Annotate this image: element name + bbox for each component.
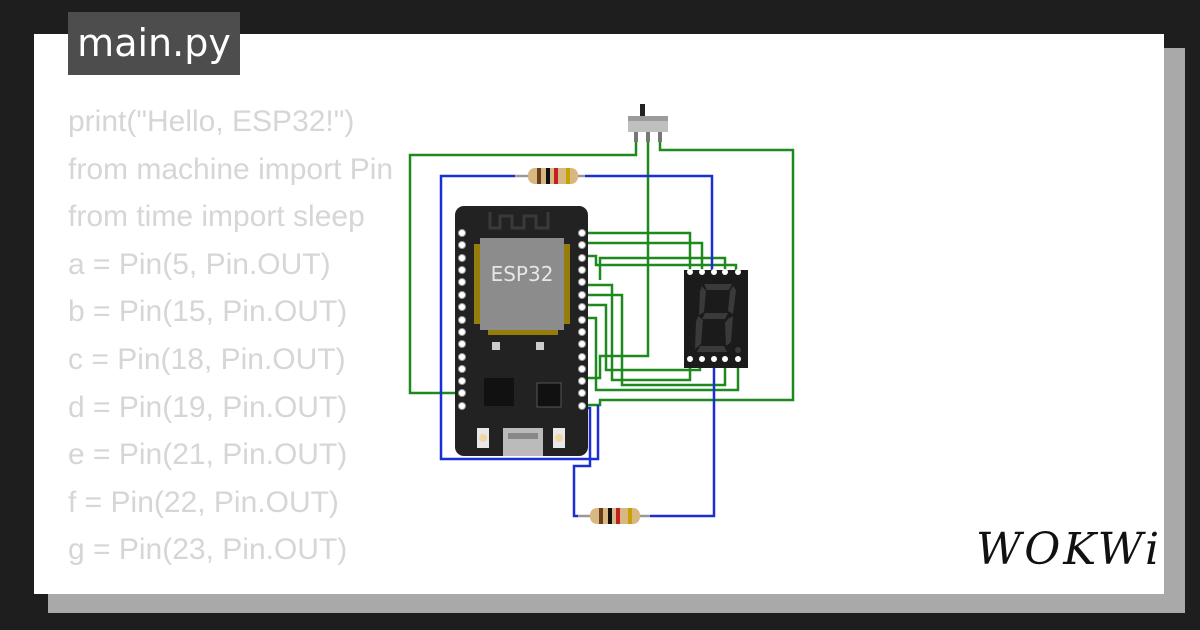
wire-switch-left[interactable] <box>408 140 638 395</box>
code-line: from machine import Pin <box>68 152 394 186</box>
esp32-board[interactable]: ESP32 <box>455 206 588 456</box>
display-segments <box>695 284 741 353</box>
wire-seg-e[interactable] <box>585 283 692 382</box>
wire-seg-c[interactable] <box>585 254 738 270</box>
wire-seg-f[interactable] <box>585 293 727 387</box>
wire-seg-b[interactable] <box>585 241 704 270</box>
code-line: b = Pin(15, Pin.OUT) <box>68 295 348 329</box>
code-line: d = Pin(19, Pin.OUT) <box>68 390 348 424</box>
code-line: a = Pin(5, Pin.OUT) <box>68 247 331 281</box>
blue-wires <box>439 174 716 518</box>
wire-resistor1-to-display[interactable] <box>585 174 714 270</box>
wire-resistor2-to-display[interactable] <box>650 358 716 518</box>
resistor-icon[interactable] <box>578 508 650 524</box>
slide-switch-icon[interactable] <box>628 104 668 142</box>
wire-resistor1-to-gnd[interactable] <box>439 174 600 461</box>
wire-seg-d[interactable] <box>598 256 727 280</box>
diagram-canvas[interactable]: print("Hello, ESP32!") from machine impor… <box>34 34 1164 594</box>
seven-segment-display-icon[interactable] <box>684 269 748 368</box>
wire-seg-dp[interactable] <box>585 316 740 392</box>
wokwi-logo[interactable]: WOKWi <box>976 524 1163 575</box>
code-line: from time import sleep <box>68 200 365 234</box>
esp32-chip <box>480 238 564 330</box>
file-tab-main-py[interactable]: main.py <box>68 12 240 75</box>
code-line: g = Pin(23, Pin.OUT) <box>68 533 348 567</box>
wire-switch-right[interactable] <box>585 140 795 407</box>
code-preview: print("Hello, ESP32!") from machine impor… <box>68 98 393 574</box>
wire-seg-g[interactable] <box>585 303 702 372</box>
chip-label: ESP32 <box>491 262 554 286</box>
code-line: e = Pin(21, Pin.OUT) <box>68 438 348 472</box>
code-line: c = Pin(18, Pin.OUT) <box>68 342 346 376</box>
resistor-icon[interactable] <box>515 168 585 184</box>
wire-resistor2-to-board[interactable] <box>572 406 592 518</box>
code-line: print("Hello, ESP32!") <box>68 105 355 138</box>
code-line: f = Pin(22, Pin.OUT) <box>68 485 339 519</box>
green-wires <box>408 140 795 407</box>
